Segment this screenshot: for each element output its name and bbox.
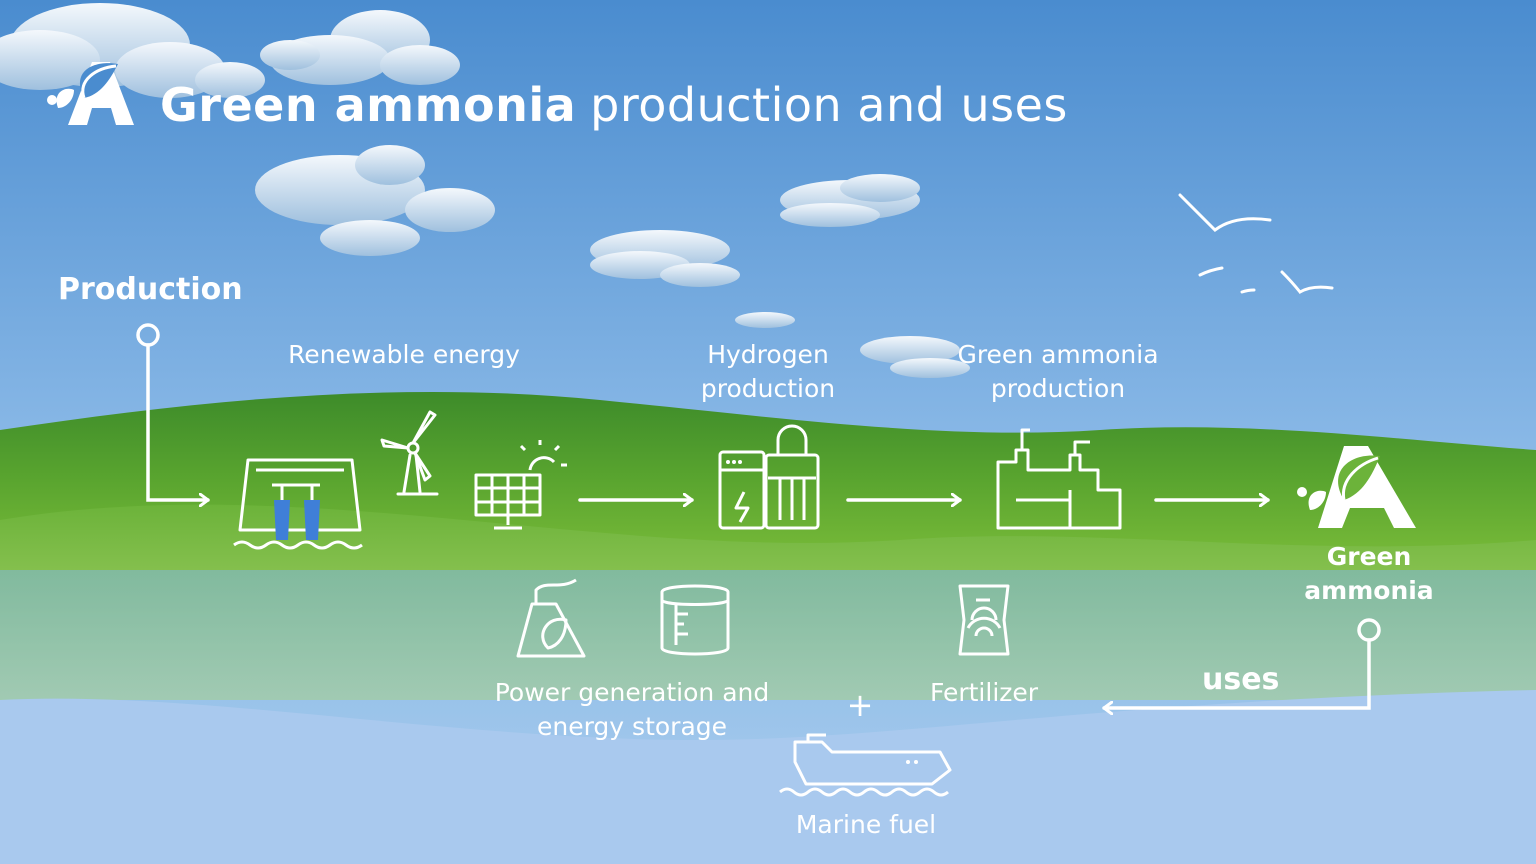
water <box>0 690 1536 864</box>
cloud-icon <box>0 3 265 98</box>
bird-icon <box>1178 193 1334 294</box>
solar-panel-icon <box>474 440 567 530</box>
title-bold: Green ammonia <box>160 78 577 132</box>
electrolyzer-dots <box>726 460 742 464</box>
cloud-icon <box>590 230 740 287</box>
green-ammonia-label-line2: ammonia <box>1304 576 1434 605</box>
hydrogen-label-line1: Hydrogen <box>707 340 829 369</box>
power-generation-label-line1: Power generation and <box>494 678 770 707</box>
ship-portholes <box>906 760 918 764</box>
ship-icon <box>779 733 952 797</box>
logo-a-leaf-icon <box>1297 446 1416 528</box>
wind-turbine-icon <box>380 410 439 496</box>
ga-production-label-line2: production <box>990 374 1126 403</box>
green-ammonia-label-line1: Green <box>1326 542 1412 571</box>
electrolyzer-icon <box>718 424 820 530</box>
factory-icon <box>996 428 1122 530</box>
fertilizer-bag-icon <box>958 584 1010 656</box>
hydrogen-label-line2: production <box>700 374 836 403</box>
cloud-icon <box>780 174 920 227</box>
power-generation-label-line2: energy storage <box>536 712 728 741</box>
water-flow <box>304 500 320 540</box>
fertilizer-label: Fertilizer <box>929 678 1039 707</box>
uses-label: uses <box>1202 662 1280 697</box>
water-flow <box>274 500 290 540</box>
cloud-icon <box>735 312 970 378</box>
production-label: Production <box>58 272 243 307</box>
uses-connector <box>1102 618 1381 708</box>
plus-sign: + <box>846 686 874 724</box>
marine-fuel-label: Marine fuel <box>795 810 937 839</box>
ga-production-label-line1: Green ammonia <box>957 340 1159 369</box>
logo-a-leaf-icon <box>47 62 134 125</box>
title-light: production and uses <box>590 78 1068 132</box>
renewable-energy-label: Renewable energy <box>288 340 520 369</box>
storage-tank-icon <box>660 584 730 656</box>
cloud-icon <box>255 145 495 256</box>
production-connector <box>136 323 210 500</box>
cloud-icon <box>260 10 460 85</box>
hydro-dam-icon <box>233 458 363 550</box>
power-plant-icon <box>516 578 586 658</box>
